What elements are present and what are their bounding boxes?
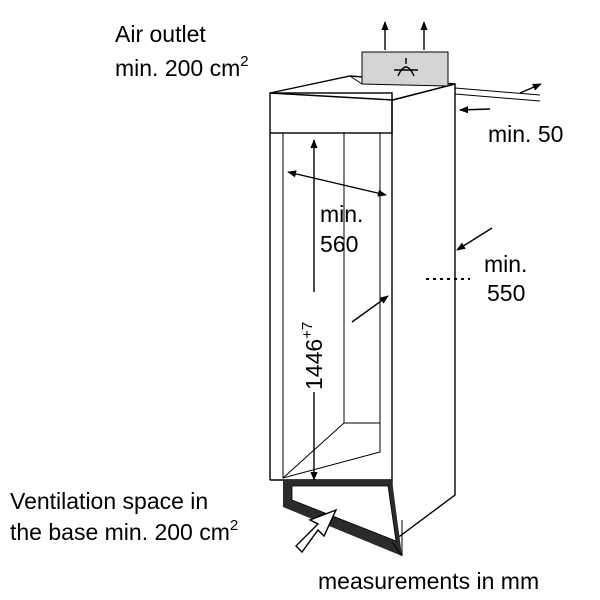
depth-label-line1: min. [484,251,527,277]
base-airflow-arrow-icon [295,508,338,554]
height-label: 1446+7 [299,322,327,390]
air-outlet-grille [349,51,449,87]
depth-label-line2: 550 [487,280,525,306]
ventilation-label-line2: the base min. 200 cm2 [10,517,238,545]
depth-dimension-arrows [351,227,493,323]
width-dimension-arrow [287,170,387,197]
units-note: measurements in mm [318,568,539,594]
min50-label: min. 50 [488,121,563,147]
arrow-up-icon [381,21,428,50]
fan-symbol-icon [394,58,418,77]
air-outlet-label-line2: min. 200 cm2 [115,53,249,81]
cabinet-outline [269,75,456,544]
width-label-line2: 560 [320,231,358,257]
ventilation-superscript: 2 [230,517,238,534]
base-plinth [283,480,403,557]
height-superscript: +7 [299,322,316,339]
width-label-line1: min. [320,201,363,227]
ventilation-label-line1: Ventilation space in [10,488,208,514]
air-outlet-label-line1: Air outlet [115,21,206,47]
gap-dimension-min50 [454,83,542,114]
air-outlet-superscript: 2 [240,53,248,70]
